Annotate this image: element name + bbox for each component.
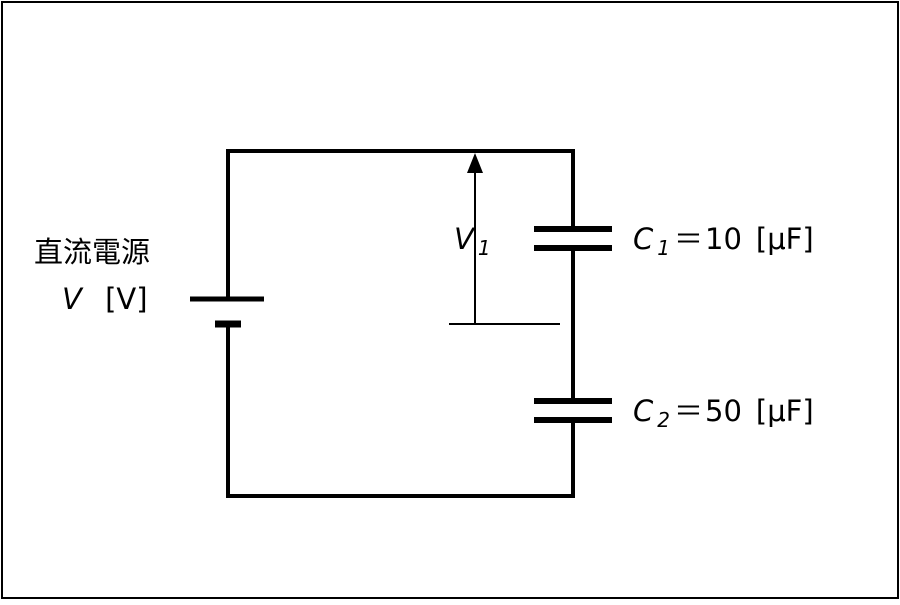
c2-value: 50 (705, 394, 742, 428)
v1-measurement-marker (449, 172, 560, 325)
c2-symbol: C (633, 394, 654, 428)
c1-symbol: C (633, 222, 654, 256)
c1-equals: ＝ (673, 222, 703, 256)
source-unit: [V] (105, 282, 148, 316)
v1-symbol: V (454, 222, 474, 256)
v1-subscript: 1 (477, 236, 491, 260)
c1-unit: [μF] (755, 222, 814, 256)
c1-subscript: 1 (657, 236, 670, 260)
battery-symbol (190, 296, 264, 328)
c1-value: 10 (705, 222, 742, 256)
capacitor-c2-symbol (534, 398, 612, 423)
c2-equals: ＝ (673, 394, 703, 428)
v1-arrow-head (467, 153, 483, 173)
source-name-label: 直流電源 (34, 235, 151, 269)
source-voltage-label: V [V] (62, 285, 148, 314)
c2-unit: [μF] (755, 394, 814, 428)
c2-subscript: 2 (657, 408, 670, 432)
source-symbol: V (62, 282, 82, 316)
capacitor-c1-symbol (534, 226, 612, 251)
